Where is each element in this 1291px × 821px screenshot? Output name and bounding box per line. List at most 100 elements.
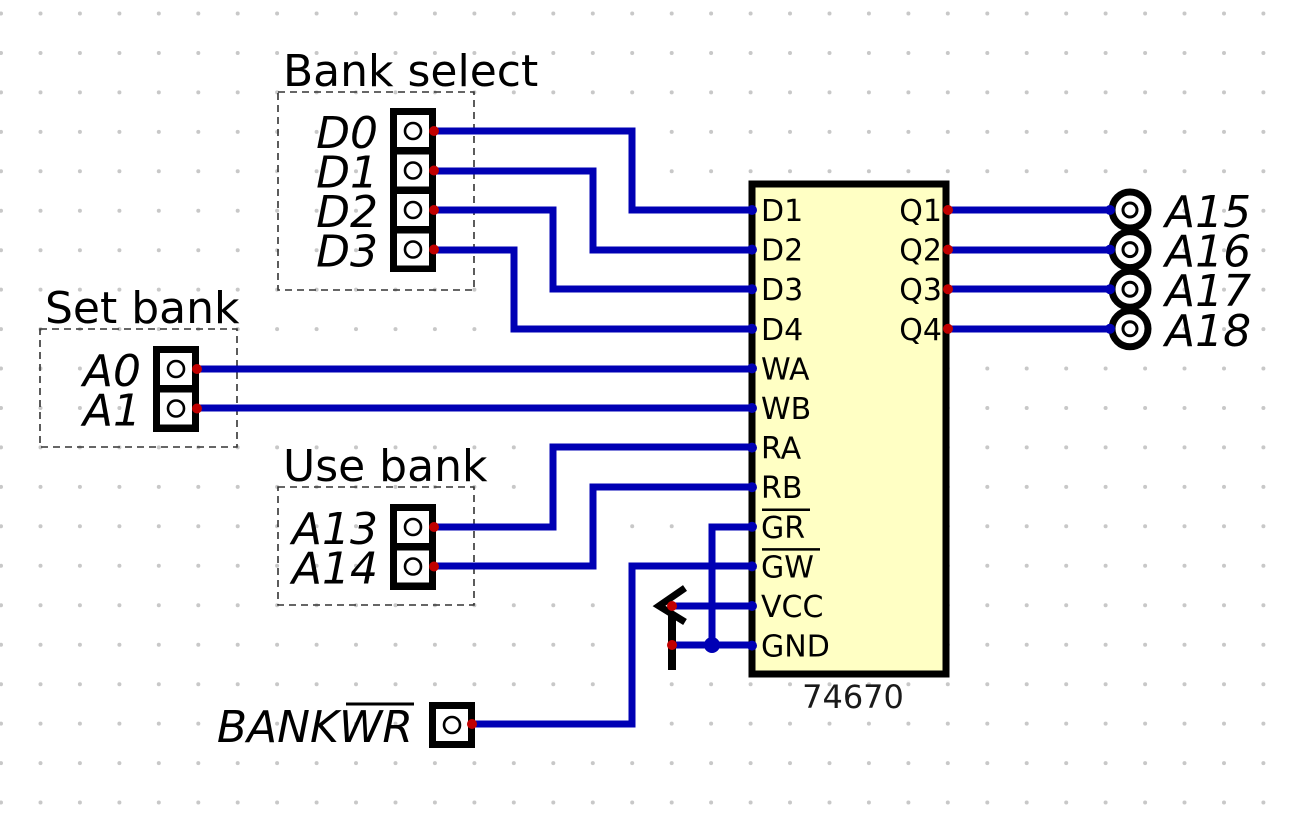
grid-dot xyxy=(1222,721,1226,726)
output-pin-ring-icon[interactable] xyxy=(1108,267,1152,311)
output-label-a18: A18 xyxy=(1162,306,1251,357)
grid-dot xyxy=(117,563,122,568)
wire-d2-d3[interactable] xyxy=(430,206,756,293)
wire-gr-gnd[interactable] xyxy=(708,523,756,649)
grid-dot xyxy=(1024,603,1029,608)
grid-dot xyxy=(314,169,319,174)
header-cell xyxy=(397,194,429,226)
grid-dot xyxy=(906,11,911,16)
grid-dot xyxy=(1182,484,1187,489)
grid-dot xyxy=(1103,169,1108,174)
grid-dot xyxy=(472,11,477,16)
grid-dot xyxy=(354,248,358,253)
pin-dot xyxy=(943,205,953,215)
pin-dot xyxy=(747,323,757,334)
grid-dot xyxy=(1064,524,1069,529)
grid-dot xyxy=(117,366,122,371)
grid-dot xyxy=(1143,563,1148,568)
grid-dot xyxy=(788,169,792,174)
grid-dot xyxy=(748,11,753,16)
grid-dot xyxy=(1261,406,1266,410)
wire-d3-d4[interactable] xyxy=(430,246,756,333)
grid-dot xyxy=(314,721,319,726)
grid-dot xyxy=(985,366,990,371)
grid-dot xyxy=(985,761,990,766)
grid-dot xyxy=(669,51,674,55)
grid-dot xyxy=(1182,129,1187,134)
grid-dot xyxy=(393,90,398,95)
grid-dot xyxy=(117,169,122,174)
header-cell xyxy=(436,709,468,741)
grid-dot xyxy=(709,51,714,55)
grid-dot xyxy=(709,90,714,95)
wire-d1-d2[interactable] xyxy=(430,167,756,254)
chip-pin-wa: WA xyxy=(761,352,810,387)
grid-dot xyxy=(117,11,122,16)
grid-dot xyxy=(551,51,556,55)
grid-dot xyxy=(393,800,398,805)
grid-dot xyxy=(235,603,240,608)
grid-dot xyxy=(1064,642,1069,647)
grid-dot xyxy=(1261,366,1266,371)
grid-dot xyxy=(788,800,792,805)
bank-select-group: Bank select xyxy=(277,46,538,291)
grid-dot xyxy=(748,761,753,766)
grid-dot xyxy=(77,248,82,253)
grid-dot xyxy=(1103,682,1108,687)
grid-dot xyxy=(235,287,240,292)
grid-dot xyxy=(1143,721,1148,726)
grid-dot xyxy=(1261,327,1266,332)
grid-dot xyxy=(985,721,990,726)
bankwr-header[interactable] xyxy=(429,702,477,748)
output-pin-ring-icon[interactable] xyxy=(1108,228,1152,272)
output-pin-ring-icon[interactable] xyxy=(1108,307,1152,351)
grid-dot xyxy=(196,169,201,174)
grid-dot xyxy=(275,800,280,805)
bank-select-header[interactable] xyxy=(390,108,439,272)
grid-dot xyxy=(314,208,319,213)
grid-dot xyxy=(551,642,556,647)
grid-dot xyxy=(196,484,201,489)
chip-pin-gw: GW xyxy=(761,550,814,585)
grid-dot xyxy=(77,169,82,174)
grid-dot xyxy=(77,90,82,95)
output-pin-ring-icon[interactable] xyxy=(1108,188,1152,232)
grid-dot xyxy=(196,721,201,726)
grid-dot xyxy=(393,761,398,766)
grid-dot xyxy=(1024,721,1029,726)
set-bank-header[interactable] xyxy=(153,346,202,432)
grid-dot xyxy=(1222,366,1226,371)
grid-dot xyxy=(1024,563,1029,568)
pin-hole-icon xyxy=(166,399,186,418)
grid-dot xyxy=(432,682,437,687)
grid-dot xyxy=(1182,90,1187,95)
grid-dot xyxy=(235,484,240,489)
grid-dot xyxy=(472,327,477,332)
grid-dot xyxy=(156,327,161,332)
wire-d0-d1[interactable] xyxy=(430,127,756,214)
grid-dot xyxy=(630,90,635,95)
junction-dot xyxy=(704,637,720,653)
grid-dot xyxy=(945,51,950,55)
grid-dot xyxy=(1103,445,1108,450)
wire-a14-rb[interactable] xyxy=(430,483,756,570)
grid-dot xyxy=(354,327,358,332)
grid-dot xyxy=(0,208,3,213)
grid-dot xyxy=(669,721,674,726)
grid-dot xyxy=(235,761,240,766)
grid-dot xyxy=(590,51,595,55)
wire-a13-ra[interactable] xyxy=(430,443,756,531)
grid-dot xyxy=(1024,51,1029,55)
grid-dot xyxy=(511,51,516,55)
grid-dot xyxy=(156,603,161,608)
grid-dot xyxy=(0,682,3,687)
net-label-a0: A0 xyxy=(80,346,141,397)
grid-dot xyxy=(0,563,3,568)
grid-dot xyxy=(1064,51,1069,55)
grid-dot xyxy=(866,169,871,174)
grid-dot xyxy=(1103,603,1108,608)
wire-bankwr-gw[interactable] xyxy=(468,562,756,728)
use-bank-header[interactable] xyxy=(390,504,439,590)
net-label-d1: D1 xyxy=(316,148,378,199)
